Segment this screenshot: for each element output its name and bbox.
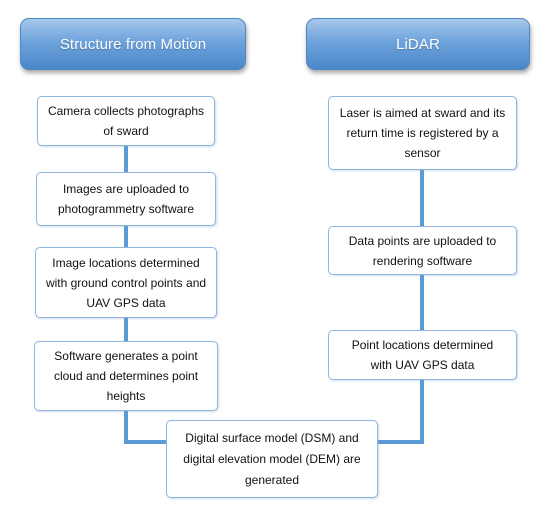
output-box: Digital surface model (DSM) and digital … (166, 420, 378, 498)
lidar-step-1-text: Laser is aimed at sward and its return t… (339, 106, 506, 160)
sfm-step-3-box: Image locations determined with ground c… (35, 247, 217, 318)
output-text: Digital surface model (DSM) and digital … (183, 430, 361, 487)
sfm-step-2-box: Images are uploaded to photogrammetry so… (36, 172, 216, 226)
sfm-step-4-text: Software generates a point cloud and det… (53, 349, 199, 403)
sfm-step-3-text: Image locations determined with ground c… (45, 255, 207, 310)
sfm-step-1-text: Camera collects photographs of sward (47, 104, 205, 138)
connector-lidar-to-output (378, 380, 424, 444)
sfm-step-2-text: Images are uploaded to photogrammetry so… (57, 182, 195, 216)
lidar-step-2-text: Data points are uploaded to rendering so… (348, 233, 497, 268)
connector-sfm-to-output (124, 411, 166, 444)
sfm-header-label: Structure from Motion (59, 35, 207, 53)
lidar-step-3-box: Point locations determined with UAV GPS … (328, 330, 517, 380)
lidar-header: LiDAR (306, 18, 530, 70)
lidar-step-2-box: Data points are uploaded to rendering so… (328, 226, 517, 275)
sfm-header: Structure from Motion (20, 18, 246, 70)
lidar-header-label: LiDAR (396, 35, 440, 53)
lidar-step-1-box: Laser is aimed at sward and its return t… (328, 96, 517, 170)
sfm-step-1-box: Camera collects photographs of sward (37, 96, 215, 146)
lidar-step-3-text: Point locations determined with UAV GPS … (351, 338, 494, 372)
sfm-step-4-box: Software generates a point cloud and det… (34, 341, 218, 411)
